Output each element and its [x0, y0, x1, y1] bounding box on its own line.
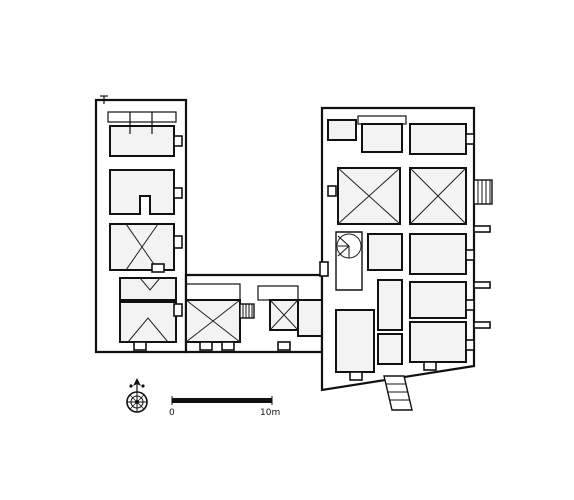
east-room-right-middle — [409, 233, 467, 275]
east-room-top-left — [327, 119, 357, 141]
east-room-center — [367, 233, 403, 271]
west-room-5 — [119, 301, 177, 343]
east-room-top-right — [409, 123, 467, 155]
east-room-lower-left — [335, 309, 375, 373]
south-exterior-stair — [383, 375, 413, 411]
east-room-bottom-middle — [377, 333, 403, 365]
spiral-stair — [335, 231, 363, 291]
west-room-2 — [109, 169, 175, 215]
scale-bar-end-label: 10m — [260, 408, 281, 418]
connecting-stair — [239, 303, 255, 319]
east-room-bottom-right — [409, 321, 467, 363]
east-exterior-stair — [473, 179, 493, 205]
scale-bar-start-label: 0 — [169, 408, 175, 418]
east-block — [319, 106, 493, 411]
west-wing — [94, 95, 188, 354]
scale-bar — [171, 396, 273, 405]
east-room-lower-middle — [377, 279, 403, 331]
west-room-4 — [119, 277, 177, 301]
north-arrow-icon — [126, 378, 148, 413]
east-room-top-middle — [361, 123, 403, 153]
east-room-lower-right — [409, 281, 467, 319]
west-room-1 — [109, 125, 175, 157]
connecting-wing — [184, 273, 324, 354]
